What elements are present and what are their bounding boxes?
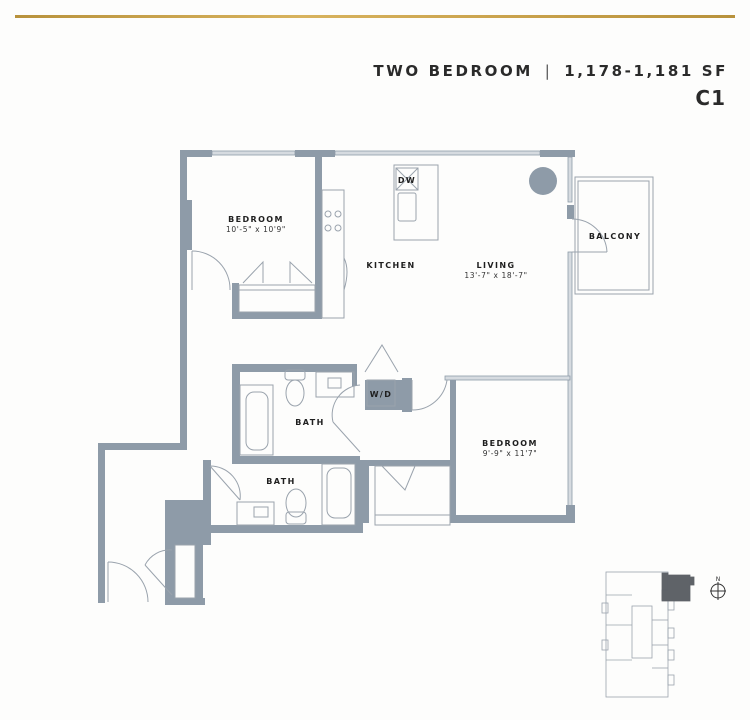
- plan-title: TWO BEDROOM | 1,178-1,181 SF: [373, 62, 728, 80]
- room-label-bedroom-2: BEDROOM: [482, 439, 538, 448]
- room-label-living: LIVING: [477, 261, 516, 270]
- room-labels: BEDROOM 10'-5" x 10'9" KITCHEN LIVING 13…: [226, 176, 641, 486]
- room-label-bath-1: BATH: [295, 418, 324, 427]
- unit-code: C1: [695, 86, 726, 110]
- walls: [98, 150, 575, 605]
- top-gold-rule: [15, 15, 735, 18]
- title-separator: |: [544, 62, 553, 80]
- room-dim-bedroom-2: 9'-9" x 11'7": [483, 449, 538, 458]
- plan-type: TWO BEDROOM: [373, 62, 533, 80]
- north-arrow-icon: [710, 582, 726, 600]
- room-dim-living: 13'-7" x 18'-7": [464, 271, 527, 280]
- key-plan: [601, 571, 695, 698]
- room-dim-bedroom-1: 10'-5" x 10'9": [226, 225, 286, 234]
- room-label-bedroom-1: BEDROOM: [228, 215, 284, 224]
- highlighted-unit: [661, 574, 691, 602]
- fixtures: [107, 164, 654, 603]
- north-label: N: [716, 576, 721, 583]
- room-label-balcony: BALCONY: [589, 232, 641, 241]
- washer-dryer-label: W/D: [370, 390, 393, 399]
- dishwasher-label: DW: [398, 176, 416, 185]
- room-label-bath-2: BATH: [266, 477, 295, 486]
- square-footage: 1,178-1,181 SF: [564, 62, 728, 80]
- room-label-kitchen: KITCHEN: [366, 261, 415, 270]
